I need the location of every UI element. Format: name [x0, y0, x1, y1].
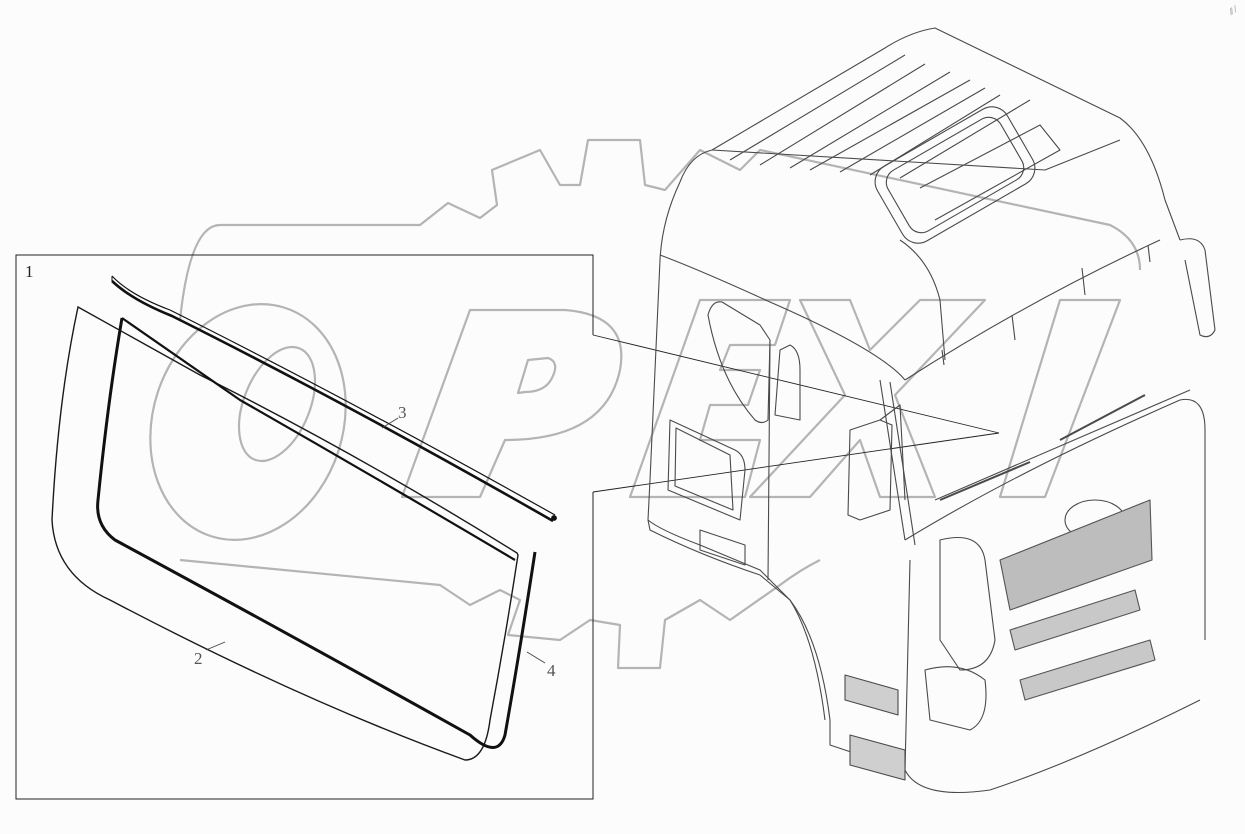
truck-cab [647, 27, 1216, 793]
callout-3-label: 3 [398, 403, 407, 422]
callout-leaders [592, 334, 1000, 493]
callout-2-label: 2 [194, 649, 203, 668]
windshield-sealing-strip [96, 317, 537, 749]
windshield-inner-edge [121, 317, 516, 561]
watermark-logo [149, 138, 1142, 670]
box-label: 1 [25, 262, 34, 281]
windshield-glass [51, 305, 519, 761]
detail-box [15, 254, 594, 800]
windshield-upper-trim-strip [111, 275, 557, 523]
part-leaders [205, 417, 546, 664]
callout-4-label: 4 [547, 661, 556, 680]
